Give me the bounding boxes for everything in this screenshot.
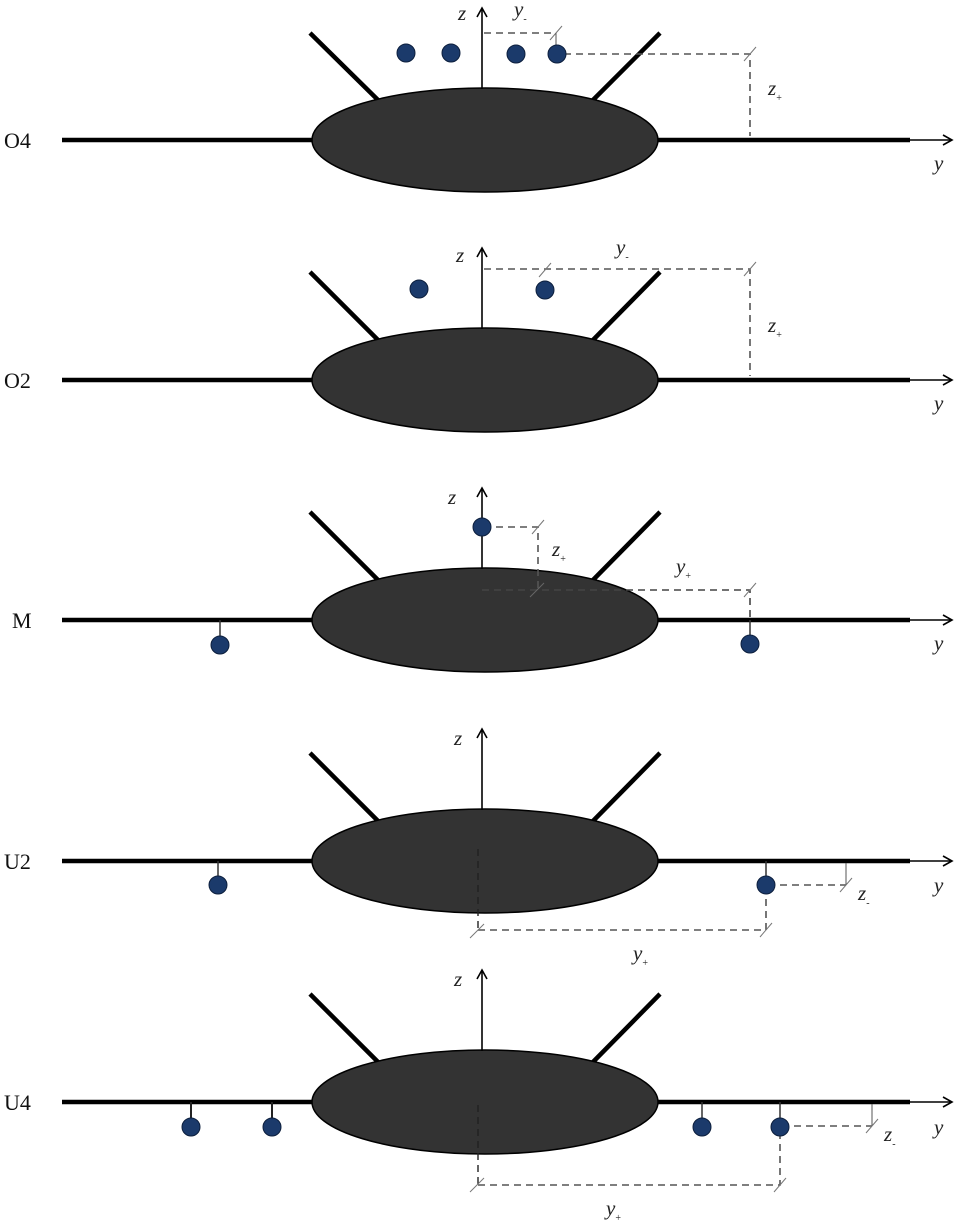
store-dot bbox=[409, 279, 429, 299]
fuselage bbox=[311, 567, 659, 673]
store-dot bbox=[770, 1117, 790, 1137]
panel-label: U2 bbox=[4, 849, 31, 874]
fin-right bbox=[591, 270, 662, 342]
fuselage bbox=[311, 1049, 659, 1155]
z-axis-label: z bbox=[455, 243, 464, 267]
fin-right bbox=[591, 31, 662, 102]
y-axis-label: y bbox=[932, 391, 944, 415]
y-axis-label: y bbox=[932, 873, 944, 897]
y-axis-label: y bbox=[932, 631, 944, 655]
dim-label-y-plus: y+ bbox=[604, 1196, 621, 1224]
fuselage bbox=[311, 327, 659, 433]
store-dot bbox=[262, 1117, 282, 1137]
y-axis-label: y bbox=[932, 1115, 944, 1139]
z-axis-label: z bbox=[453, 726, 462, 750]
fin-left bbox=[308, 751, 380, 823]
panel-o2: O2 y z y- z+ bbox=[4, 235, 954, 433]
store-dot bbox=[740, 634, 760, 654]
store-dot bbox=[535, 280, 555, 300]
store-dot bbox=[441, 43, 461, 63]
panel-label: O2 bbox=[4, 368, 31, 393]
z-axis-label: z bbox=[453, 967, 462, 991]
dim-label-z-minus: z- bbox=[857, 881, 870, 909]
store-dot bbox=[472, 517, 492, 537]
fin-left bbox=[308, 992, 380, 1064]
panel-o4: O4 y z y- z+ bbox=[4, 0, 954, 193]
store-dot bbox=[756, 875, 776, 895]
dim-label-z-plus: z+ bbox=[551, 537, 566, 565]
fin-left bbox=[308, 270, 380, 342]
dim-label-z-plus: z+ bbox=[767, 313, 782, 341]
store-dot bbox=[210, 635, 230, 655]
panel-label: O4 bbox=[4, 128, 31, 153]
store-dot bbox=[506, 44, 526, 64]
dim-label-z-plus: z+ bbox=[767, 76, 782, 104]
store-dot bbox=[692, 1117, 712, 1137]
panel-label: M bbox=[12, 608, 32, 633]
y-axis-label: y bbox=[932, 151, 944, 175]
z-axis-label: z bbox=[447, 485, 456, 509]
fin-right bbox=[591, 751, 662, 823]
panel-u2: U2 y z z- y+ bbox=[4, 726, 954, 969]
panel-label: U4 bbox=[4, 1090, 31, 1115]
dim-label-z-minus: z- bbox=[883, 1122, 896, 1150]
fin-right bbox=[591, 510, 662, 582]
fin-right bbox=[591, 992, 662, 1064]
store-dot bbox=[181, 1117, 201, 1137]
fuselage bbox=[311, 87, 659, 193]
fin-left bbox=[308, 31, 380, 102]
z-axis-label: z bbox=[457, 1, 466, 25]
store-dot bbox=[396, 43, 416, 63]
dim-label-y-plus: y+ bbox=[674, 554, 691, 582]
dim-label-y-minus: y- bbox=[512, 0, 527, 25]
store-dot bbox=[547, 44, 567, 64]
panel-u4: U4 y z z- y+ bbox=[4, 967, 954, 1224]
store-dot bbox=[208, 875, 228, 895]
dim-label-y-plus: y+ bbox=[631, 941, 648, 969]
fin-left bbox=[308, 510, 380, 582]
dim-label-y-minus: y- bbox=[614, 235, 629, 263]
fuselage bbox=[311, 808, 659, 914]
panel-m: M y z z+ y+ bbox=[12, 485, 954, 673]
